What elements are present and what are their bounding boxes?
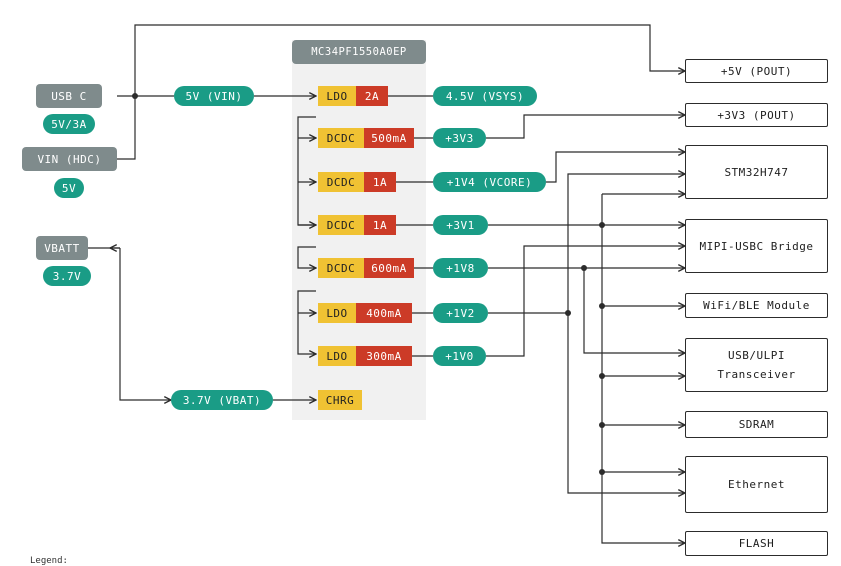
source-vbatt: VBATT (36, 236, 88, 260)
rail-vsys: 4.5V (VSYS) (433, 86, 537, 106)
input-vbat: 3.7V (VBAT) (171, 390, 273, 410)
pmic-title: MC34PF1550A0EP (292, 40, 426, 64)
rail-3v3: +3V3 (433, 128, 486, 148)
rail-1v0: +1V0 (433, 346, 486, 366)
regulator-rating: 400mA (356, 303, 412, 323)
regulator-rating: 1A (364, 215, 396, 235)
rail-1v4: +1V4 (VCORE) (433, 172, 546, 192)
regulator-rating: 300mA (356, 346, 412, 366)
charger-block: CHRG (318, 390, 362, 410)
input-vin: 5V (VIN) (174, 86, 254, 106)
regulator-rating: 1A (364, 172, 396, 192)
load-mipi-usbc-bridge: MIPI-USBC Bridge (685, 219, 828, 273)
regulator-rating: 500mA (364, 128, 414, 148)
regulator-type: DCDC (318, 128, 364, 148)
load-3v3-pout: +3V3 (POUT) (685, 103, 828, 127)
regulator-type: DCDC (318, 215, 364, 235)
regulator-type: DCDC (318, 258, 364, 278)
badge-vbatt: 3.7V (43, 266, 91, 286)
load-5v-pout: +5V (POUT) (685, 59, 828, 83)
regulator-rating: 2A (356, 86, 388, 106)
regulator-rating: 600mA (364, 258, 414, 278)
load-usb-ulpi: USB/ULPI Transceiver (685, 338, 828, 392)
legend-label: Legend: (30, 556, 68, 566)
load-ethernet: Ethernet (685, 456, 828, 513)
source-usb-c: USB C (36, 84, 102, 108)
badge-vin-hdc: 5V (54, 178, 84, 198)
regulator-type: LDO (318, 303, 356, 323)
regulator-type: DCDC (318, 172, 364, 192)
rail-1v2: +1V2 (433, 303, 488, 323)
regulator-type: LDO (318, 346, 356, 366)
rail-1v8: +1V8 (433, 258, 488, 278)
load-sdram: SDRAM (685, 411, 828, 438)
load-wifi-ble: WiFi/BLE Module (685, 293, 828, 318)
rail-3v1: +3V1 (433, 215, 488, 235)
source-vin-hdc: VIN (HDC) (22, 147, 117, 171)
badge-usb-c: 5V/3A (43, 114, 95, 134)
load-flash: FLASH (685, 531, 828, 556)
junction-dots (132, 93, 605, 475)
regulator-type: LDO (318, 86, 356, 106)
load-stm32h747: STM32H747 (685, 145, 828, 199)
